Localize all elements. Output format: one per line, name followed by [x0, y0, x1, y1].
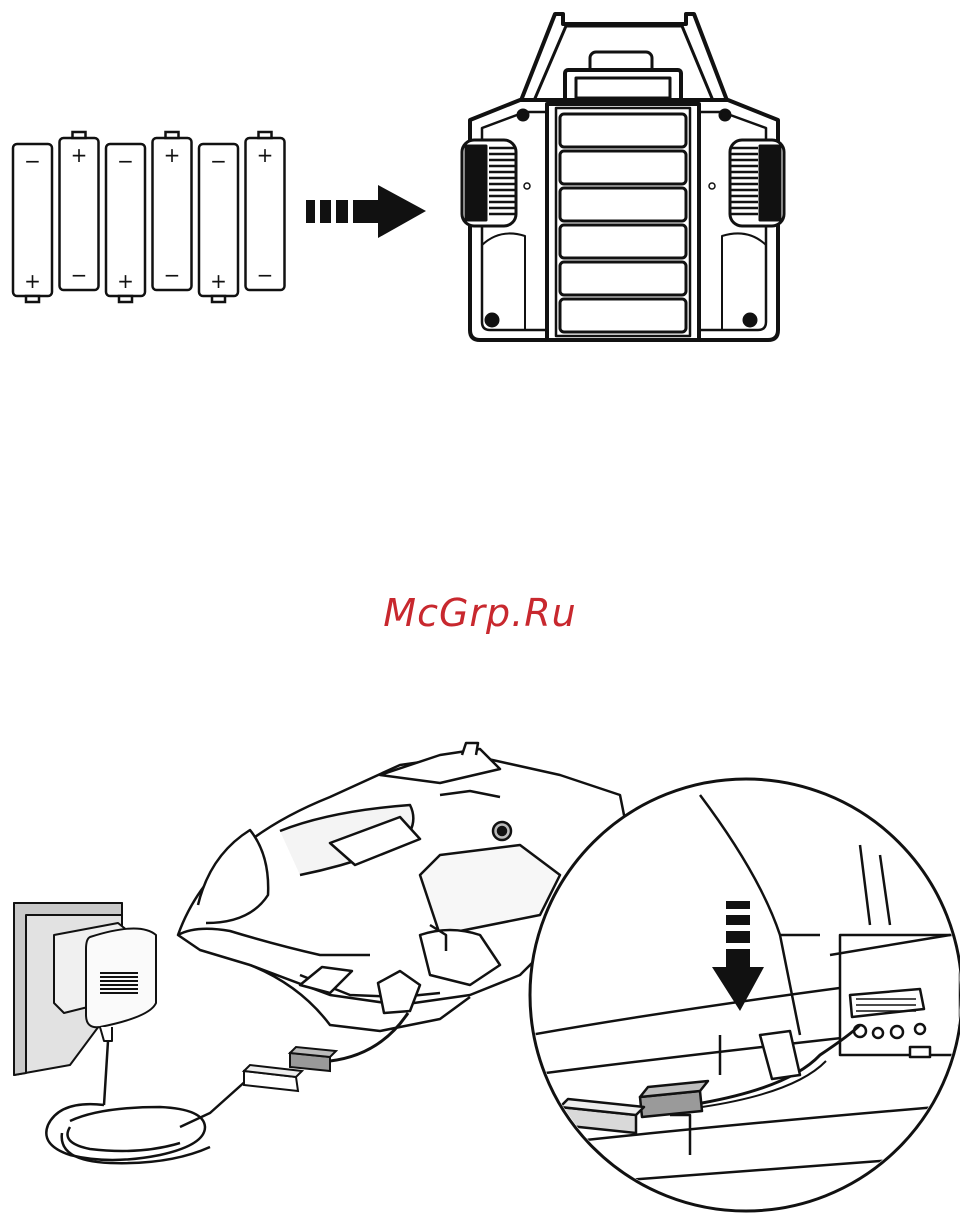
- battery-top-symbol: +: [257, 143, 274, 167]
- battery-bottom-symbol: +: [210, 269, 227, 293]
- transmitter-cell-slot: [560, 151, 686, 184]
- right-grip: [730, 140, 784, 226]
- transmitter-cell-slot: [560, 262, 686, 295]
- charging-figure: [0, 735, 960, 1221]
- battery-top-symbol: +: [71, 143, 88, 167]
- zoom-detail-circle: [530, 779, 960, 1211]
- battery-terminal: [259, 132, 272, 138]
- battery-terminal: [26, 296, 39, 302]
- battery-terminal: [166, 132, 179, 138]
- transmitter-cell-slot: [560, 225, 686, 258]
- aa-batteries: −++−−++−−++−: [13, 132, 285, 302]
- battery-terminal: [73, 132, 86, 138]
- battery-top-symbol: −: [117, 149, 134, 173]
- battery-plug: [290, 1013, 408, 1071]
- battery-installation-figure: −++−−++−−++−: [0, 0, 960, 350]
- transmitter-cell-slot: [560, 114, 686, 147]
- adapter-cable: [46, 1041, 248, 1163]
- transmitter-cell-slot: [560, 299, 686, 332]
- battery-bottom-symbol: −: [164, 263, 181, 287]
- battery-3: −+: [106, 144, 145, 302]
- battery-top-symbol: −: [210, 149, 227, 173]
- battery-1: −+: [13, 144, 52, 302]
- charger-plug: [244, 1065, 302, 1091]
- battery-6: +−: [246, 132, 285, 290]
- battery-4: +−: [153, 132, 192, 290]
- battery-bottom-symbol: +: [117, 269, 134, 293]
- battery-bottom-symbol: −: [71, 263, 88, 287]
- left-grip: [462, 140, 516, 226]
- watermark-text: McGrp.Ru: [0, 588, 960, 638]
- transmitter-back-icon: [462, 14, 784, 340]
- battery-bottom-symbol: −: [257, 263, 274, 287]
- battery-bottom-symbol: +: [24, 269, 41, 293]
- battery-top-symbol: −: [24, 149, 41, 173]
- battery-2: +−: [60, 132, 99, 290]
- battery-terminal: [119, 296, 132, 302]
- battery-terminal: [212, 296, 225, 302]
- battery-top-symbol: +: [164, 143, 181, 167]
- transmitter-cell-slot: [560, 188, 686, 221]
- battery-5: −+: [199, 144, 238, 302]
- right-arrow-icon: [306, 185, 426, 238]
